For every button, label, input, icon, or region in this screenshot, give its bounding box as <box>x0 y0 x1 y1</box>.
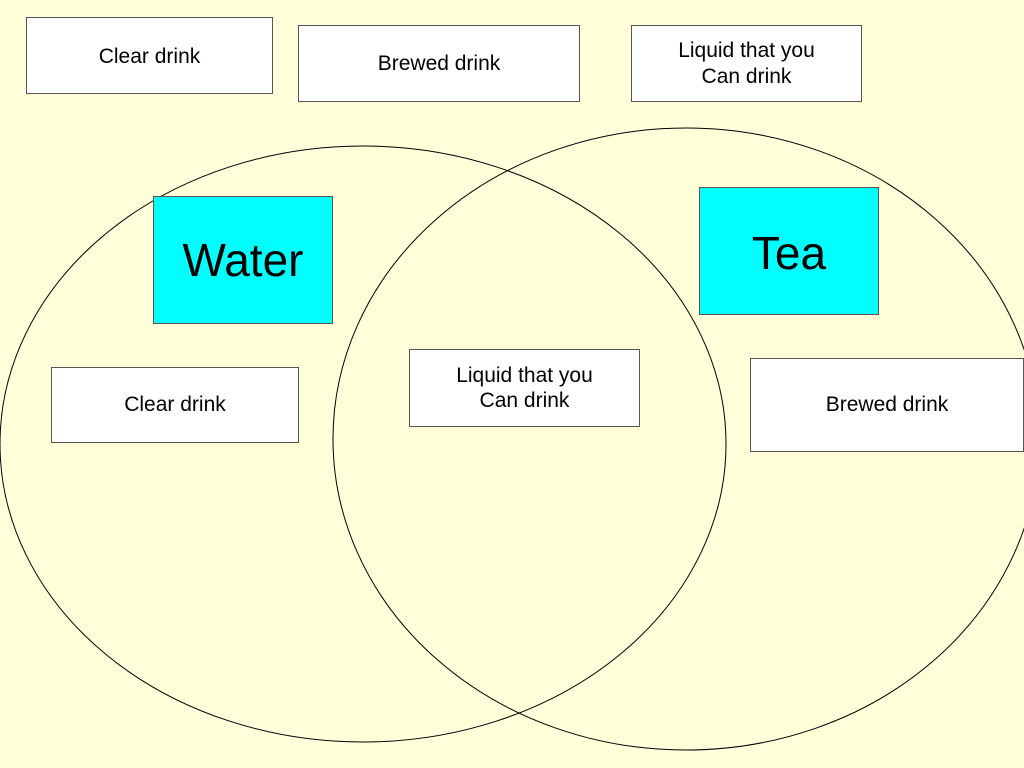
overlap-trait-label[interactable]: Liquid that you Can drink <box>409 349 640 427</box>
water-set-title: Water <box>153 196 333 324</box>
top-label-brewed-drink[interactable]: Brewed drink <box>298 25 580 102</box>
tea-trait-label[interactable]: Brewed drink <box>750 358 1024 452</box>
top-label-clear-drink[interactable]: Clear drink <box>26 17 273 94</box>
top-label-liquid-you-can-drink[interactable]: Liquid that you Can drink <box>631 25 862 102</box>
tea-set-title: Tea <box>699 187 879 315</box>
water-trait-label[interactable]: Clear drink <box>51 367 299 443</box>
tea-circle <box>332 127 1024 751</box>
water-circle <box>0 145 727 743</box>
